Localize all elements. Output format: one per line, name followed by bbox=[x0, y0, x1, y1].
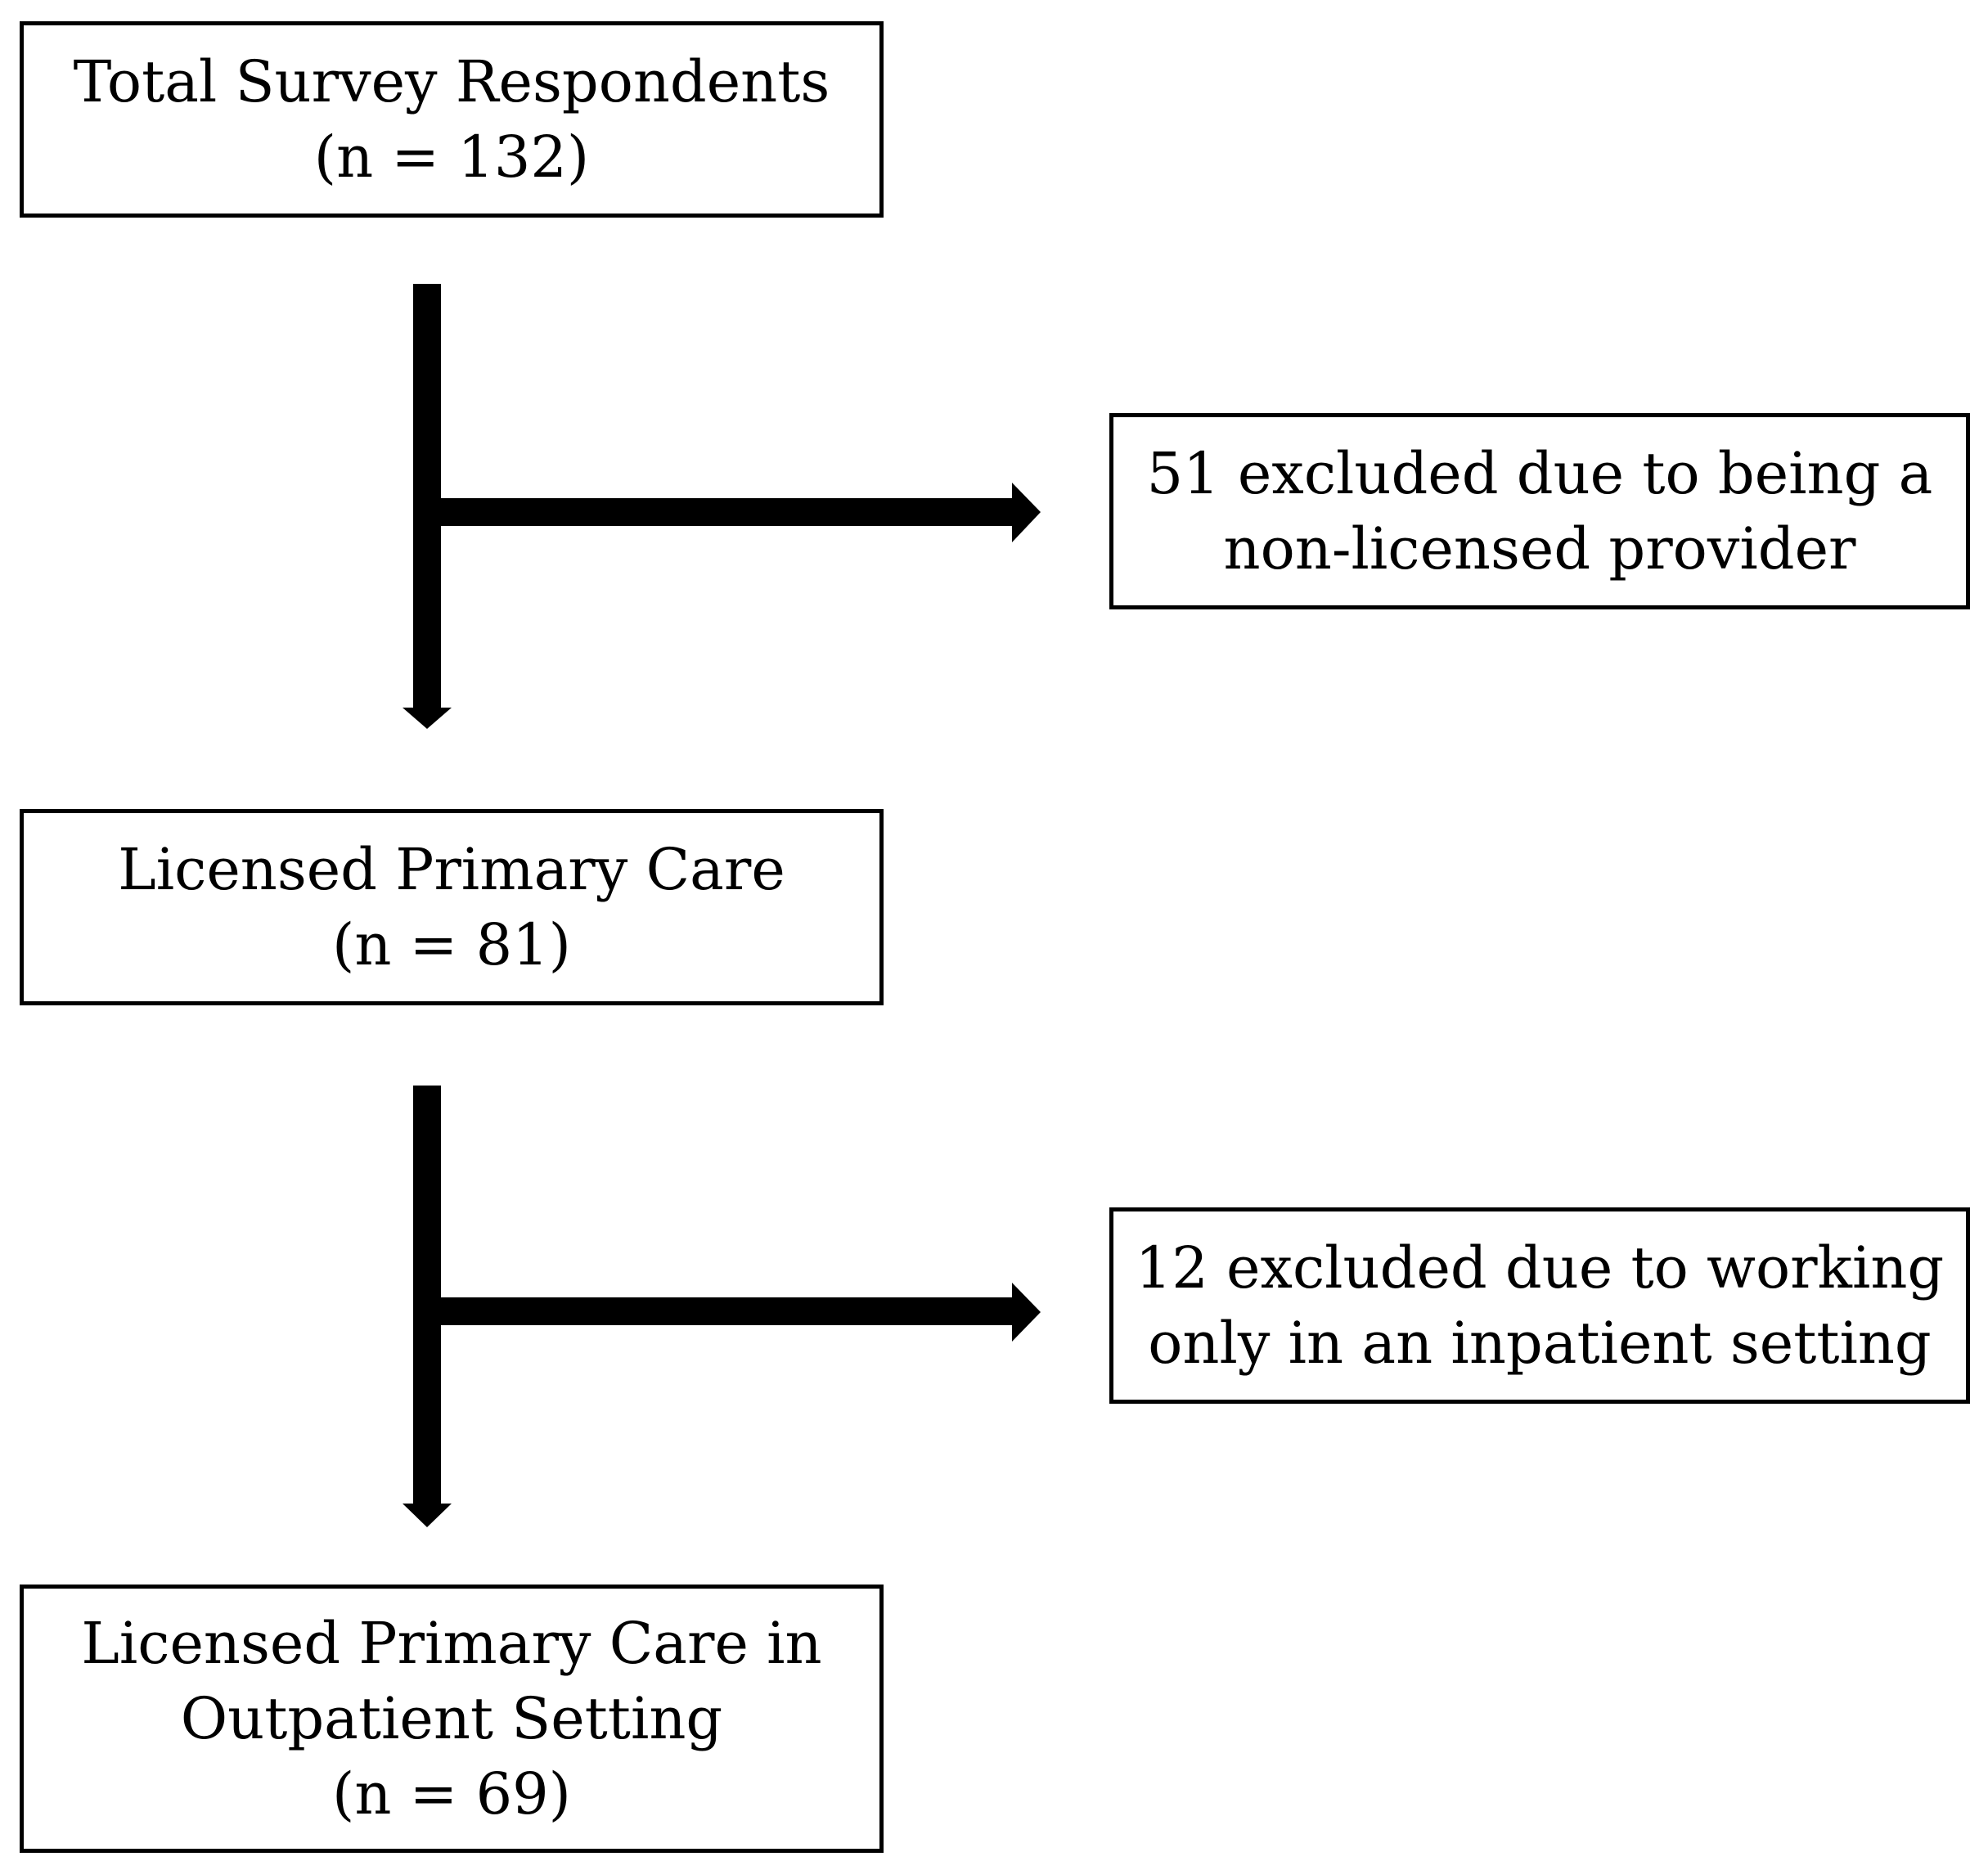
arrow-group-2 bbox=[403, 1086, 1041, 1527]
right-arrow-head-1 bbox=[1012, 483, 1041, 542]
outpatient-primary-care-label-line2: Outpatient Setting bbox=[180, 1685, 723, 1752]
licensed-primary-care-count: (n = 81) bbox=[332, 911, 571, 978]
down-arrow-shaft-2 bbox=[413, 1086, 441, 1505]
exclusion-box-non-licensed: 51 excluded due to being a non-licensed … bbox=[1109, 413, 1970, 609]
total-respondents-box: Total Survey Respondents (n = 132) bbox=[20, 21, 884, 218]
outpatient-primary-care-label-line1: Licensed Primary Care in bbox=[81, 1610, 822, 1677]
exclusion-box-inpatient: 12 excluded due to working only in an in… bbox=[1109, 1207, 1970, 1404]
right-arrow-shaft-2 bbox=[441, 1297, 1014, 1325]
exclusion-non-licensed-line2: non-licensed provider bbox=[1223, 515, 1856, 582]
right-arrow-head-2 bbox=[1012, 1283, 1041, 1342]
outpatient-primary-care-count: (n = 69) bbox=[332, 1760, 571, 1827]
down-arrow-head-2 bbox=[403, 1504, 452, 1527]
right-arrow-shaft-1 bbox=[441, 498, 1014, 526]
exclusion-inpatient-line1: 12 excluded due to working bbox=[1135, 1234, 1945, 1301]
down-arrow-shaft-1 bbox=[413, 284, 441, 709]
total-respondents-label: Total Survey Respondents bbox=[73, 48, 830, 115]
exclusion-non-licensed-line1: 51 excluded due to being a bbox=[1146, 440, 1933, 507]
licensed-primary-care-label: Licensed Primary Care bbox=[118, 836, 785, 903]
licensed-primary-care-box: Licensed Primary Care (n = 81) bbox=[20, 809, 884, 1005]
outpatient-primary-care-box: Licensed Primary Care in Outpatient Sett… bbox=[20, 1585, 884, 1853]
total-respondents-count: (n = 132) bbox=[313, 124, 590, 191]
arrow-group-1 bbox=[403, 284, 1041, 729]
exclusion-inpatient-line2: only in an inpatient setting bbox=[1148, 1310, 1932, 1377]
down-arrow-head-1 bbox=[403, 708, 452, 729]
